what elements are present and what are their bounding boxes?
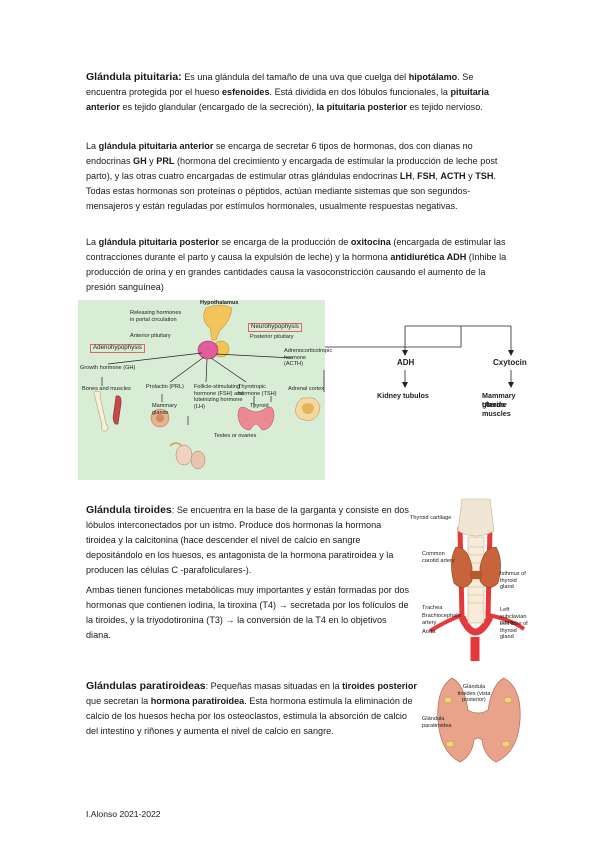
label-adrenal-cortex: Adrenal cortex <box>288 386 325 392</box>
label-uterine-muscles: Uterine muscles <box>482 400 511 418</box>
paratiroides-title: Glándulas paratiroideas <box>86 680 206 692</box>
label-trachea: Trachea <box>422 605 443 611</box>
label-tiroides-posterior: Glándula tiroides (vista posterior) <box>457 684 491 703</box>
tiroides-intro: Glándula tiroides: Se encuentra en la ba… <box>86 504 409 575</box>
pituitaria-anterior-paragraph: La glándula pituitaria anterior se encar… <box>86 141 498 211</box>
label-adenohypophysis: Adenohypophysis <box>90 344 145 353</box>
label-brachiocephalic: Brachiocephalic artery <box>422 613 462 626</box>
label-aorta: Aorta <box>422 629 436 635</box>
thyroid-illustration <box>428 498 526 661</box>
label-thyroid-cartilage: Thyroid cartilage <box>410 515 452 521</box>
pituitaria-title: Glándula pituitaria: <box>86 71 182 83</box>
label-tsh: Thyrotropic hormone (TSH) <box>238 384 277 397</box>
posterior-branch-lines <box>325 325 514 388</box>
label-left-subclavian: Left subclavian artery <box>500 607 527 626</box>
label-common-carotid: Common carotid artery <box>422 551 455 564</box>
label-growth-hormone: Growth hormone (GH) <box>80 365 136 371</box>
paratiroides-paragraph: Glándulas paratiroideas: Pequeñas masas … <box>86 680 417 736</box>
footer-author: I.Alonso 2021-2022 <box>86 809 161 819</box>
tiroides-hormones-paragraph: Ambas tienen funciones metabólicas muy i… <box>86 585 409 640</box>
label-releasing-hormones: Releasing hormones in portal circulation <box>130 310 182 323</box>
pituitary-hormones-figure: Hypothalamus Releasing hormones in porta… <box>78 300 333 480</box>
pituitaria-intro: Glándula pituitaria: Es una glándula del… <box>86 71 489 112</box>
label-hypothalamus: Hypothalamus <box>200 300 239 306</box>
posterior-hormones-diagram: ADH Kidney tubulos Cxytocin Mammary glan… <box>325 322 535 442</box>
parathyroid-illustration <box>437 677 521 763</box>
label-prolactin: Prolactin (PRL) <box>146 384 184 390</box>
label-oxytocin: Cxytocin <box>493 358 527 367</box>
label-left-lobe: Left lobe of thyroid gland <box>500 621 528 640</box>
label-thyroid: Thyroid <box>250 403 269 409</box>
label-fsh-lh: Follicle-stimulating hormone (FSH) and l… <box>194 384 244 410</box>
parathyroid-figure: Glándula tiroides (vista posterior) Glán… <box>422 670 532 770</box>
label-testes-ovaries: Testes or ovaries <box>214 433 257 439</box>
label-bones-muscles: Bones and muscles <box>82 386 131 392</box>
tiroides-title: Glándula tiroides <box>86 504 172 516</box>
label-mammary-glands-posterior: Mammary glands <box>482 391 516 409</box>
label-isthmus: Isthmus of thyroid gland <box>500 571 526 590</box>
pituitaria-posterior-paragraph: La glándula pituitaria posterior se enca… <box>86 237 507 292</box>
label-mammary-glands: Mammary glands <box>152 403 177 416</box>
label-paratiroidea: Glándula paratiroidea <box>422 716 452 729</box>
label-acth: Adrenocorticotropic hormone (ACTH) <box>284 348 333 367</box>
label-posterior-pituitary: Posterior pituitary <box>250 334 294 340</box>
pituitary-diagram <box>93 304 325 470</box>
label-anterior-pituitary: Anterior pituitary <box>130 333 171 339</box>
label-neurohypophysis: Neurohypophysis <box>248 323 302 332</box>
label-adh: ADH <box>397 358 415 367</box>
label-kidney-tubulos: Kidney tubulos <box>377 391 429 400</box>
thyroid-anatomy-figure: Thyroid cartilage Common carotid artery … <box>410 497 532 661</box>
